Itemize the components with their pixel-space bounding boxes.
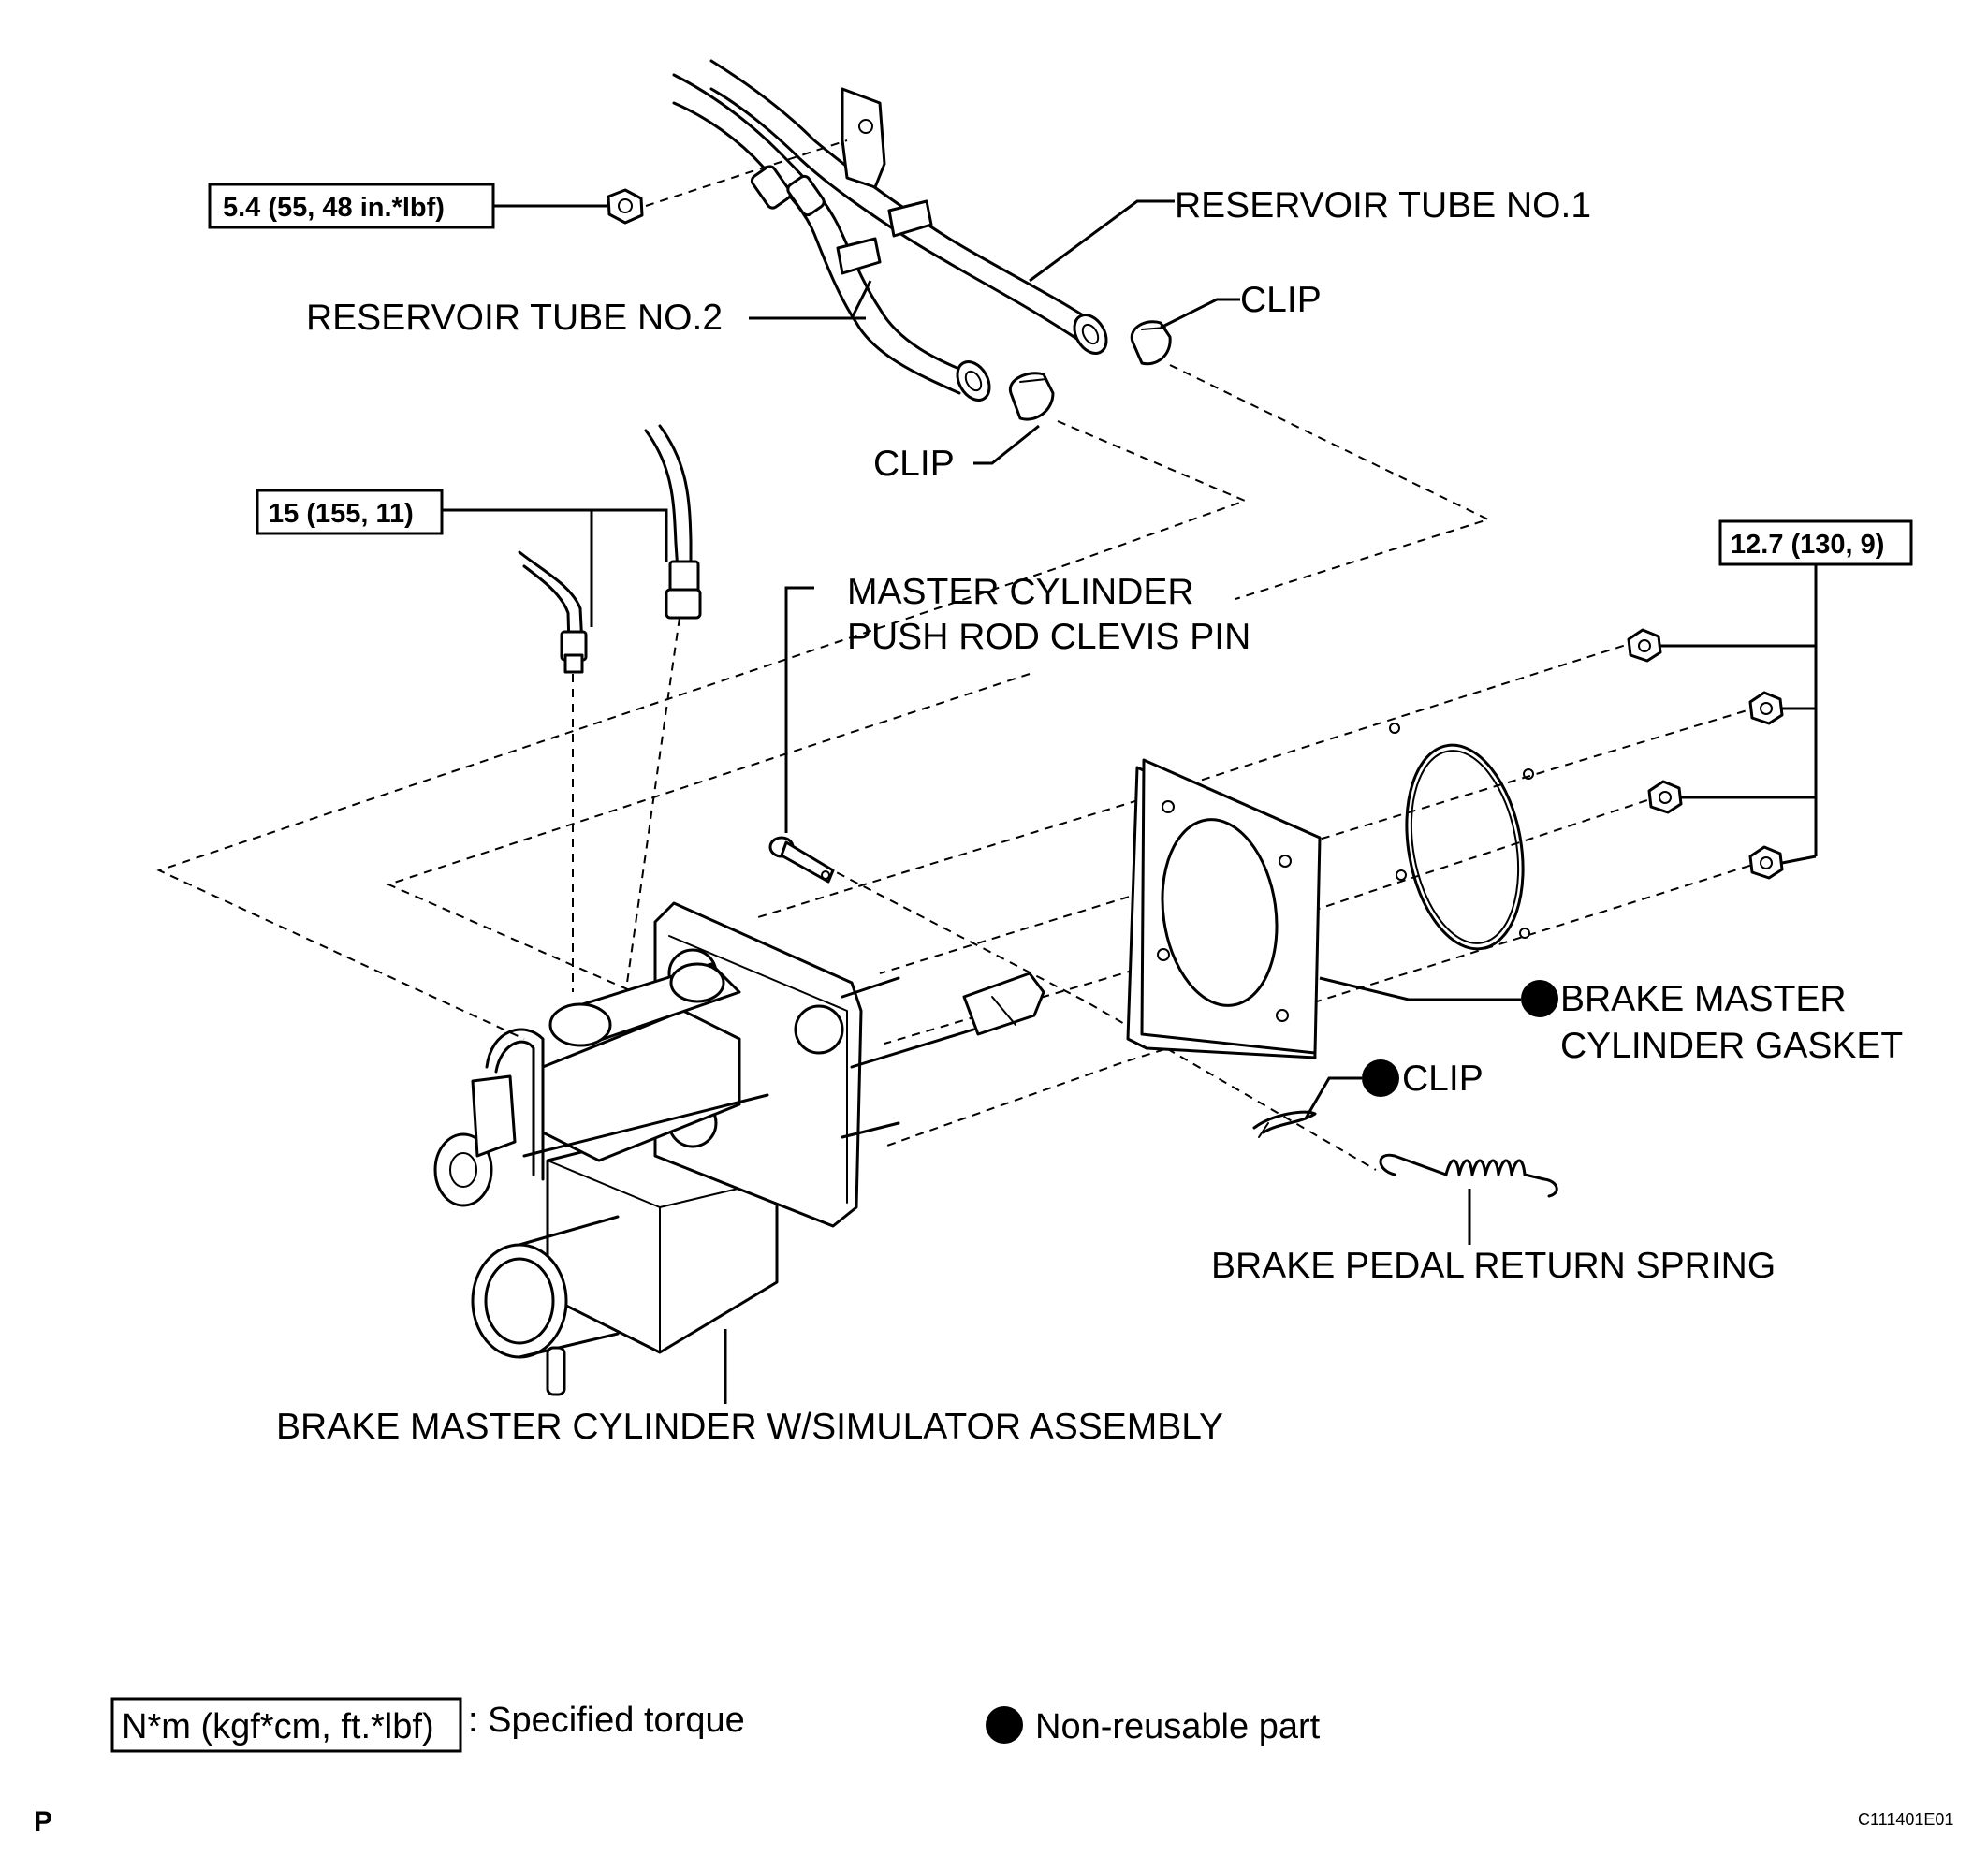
- mounting-nut-1: [1627, 628, 1662, 663]
- torque-box-mounting-nuts: 12.7 (130, 9): [1718, 519, 1913, 566]
- label-clip-upper-left: CLIP: [873, 444, 955, 484]
- label-clip-upper-right: CLIP: [1240, 280, 1322, 320]
- figure-code: C111401E01: [1858, 1810, 1953, 1829]
- label-clevis-pin-line1: MASTER CYLINDER: [847, 572, 1194, 612]
- master-cylinder-assembly-part: [433, 901, 1045, 1396]
- legend-torque-unit: N*m (kgf*cm, ft.*lbf): [122, 1707, 434, 1746]
- label-return-spring: BRAKE PEDAL RETURN SPRING: [1211, 1246, 1776, 1286]
- legend: N*m (kgf*cm, ft.*lbf) : Specified torque…: [110, 1697, 1321, 1753]
- mounting-nut-2: [1748, 691, 1784, 725]
- corner-mark: P: [34, 1806, 52, 1837]
- label-reservoir-tube-no1: RESERVOIR TUBE NO.1: [1175, 185, 1591, 226]
- label-clevis-pin-line2: PUSH ROD CLEVIS PIN: [847, 617, 1250, 657]
- assembly-lines: [156, 139, 1765, 1171]
- label-reservoir-tube-no2: RESERVOIR TUBE NO.2: [306, 298, 723, 338]
- label-gasket-line2: CYLINDER GASKET: [1560, 1026, 1903, 1066]
- torque-value: 5.4 (55, 48 in.*lbf): [223, 193, 445, 223]
- legend-nonreusable: Non-reusable part: [1035, 1707, 1321, 1746]
- legend-nonreusable-dot: [986, 1706, 1023, 1744]
- legend-torque-box: [110, 1697, 462, 1753]
- nonreusable-dot-clip: [1362, 1059, 1399, 1097]
- clevis-pin-part: [768, 836, 835, 884]
- clip-upper-right-part: [1130, 320, 1172, 366]
- brake-lines: [518, 424, 702, 674]
- nonreusable-dot-gasket: [1521, 980, 1558, 1017]
- torque-box-brake-lines: 15 (155, 11): [256, 489, 444, 535]
- clip-lower-part: [1252, 1110, 1317, 1138]
- torque-value: 15 (155, 11): [269, 499, 414, 529]
- label-master-cylinder-assembly: BRAKE MASTER CYLINDER W/SIMULATOR ASSEMB…: [276, 1407, 1223, 1447]
- stud-holes: [1389, 723, 1534, 939]
- mounting-nut-4: [1748, 845, 1784, 880]
- torque-value: 12.7 (130, 9): [1731, 530, 1884, 560]
- reservoir-tubes: [672, 59, 1108, 402]
- reservoir-bracket-nut: [607, 188, 644, 225]
- label-gasket-line1: BRAKE MASTER: [1560, 979, 1847, 1019]
- clip-upper-left-part: [1008, 372, 1055, 421]
- return-spring-part: [1379, 1153, 1558, 1198]
- gasket-part: [1126, 758, 1322, 1059]
- mounting-nut-3: [1647, 780, 1683, 814]
- torque-box-reservoir-nut: 5.4 (55, 48 in.*lbf): [208, 183, 495, 229]
- mounting-nuts: [1627, 628, 1784, 880]
- label-clip-lower: CLIP: [1402, 1059, 1484, 1099]
- o-ring-part: [1405, 743, 1525, 951]
- legend-torque-desc: : Specified torque: [468, 1701, 745, 1740]
